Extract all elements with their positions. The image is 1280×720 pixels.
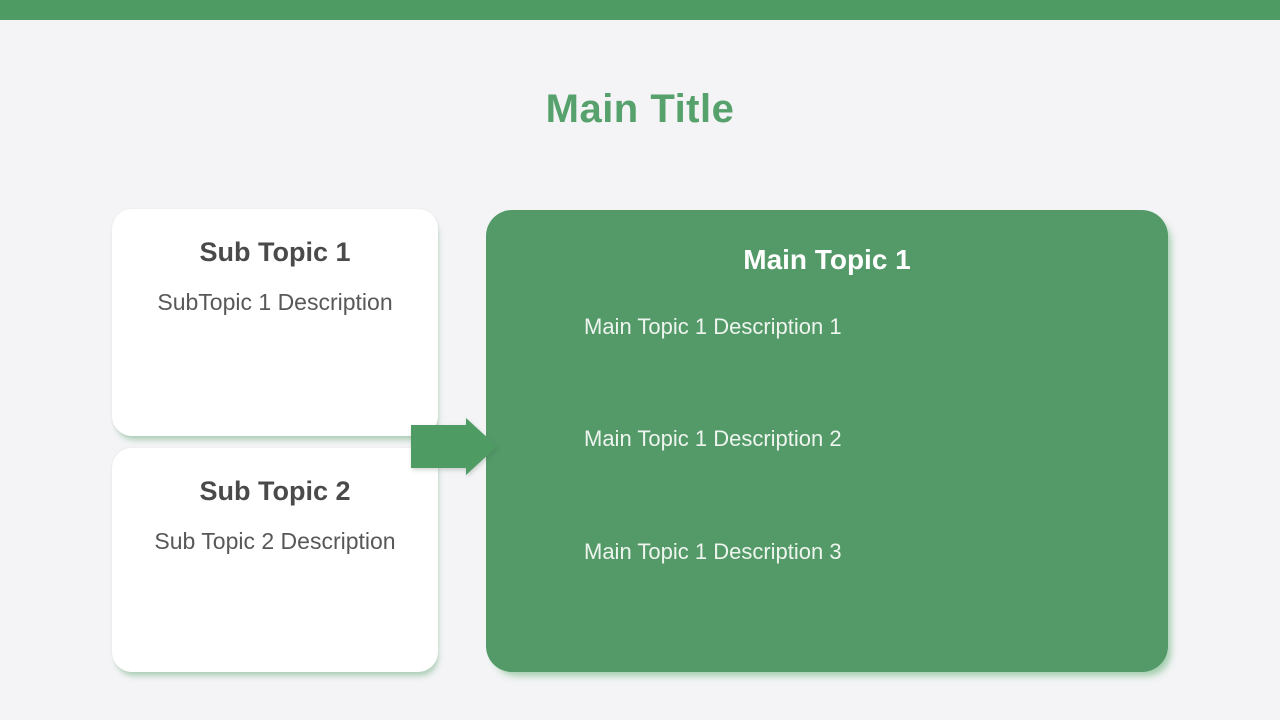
sub-topic-2-card[interactable]: Sub Topic 2 Sub Topic 2 Description xyxy=(112,448,438,672)
top-accent-bar xyxy=(0,0,1280,20)
main-topic-1-card[interactable]: Main Topic 1 Main Topic 1 Description 1 … xyxy=(486,210,1168,672)
sub-topic-2-title: Sub Topic 2 xyxy=(199,476,351,506)
sub-topic-1-title: Sub Topic 1 xyxy=(199,237,351,267)
sub-topic-1-description: SubTopic 1 Description xyxy=(157,289,393,315)
main-topic-1-title: Main Topic 1 xyxy=(743,244,911,275)
main-topic-1-description-2: Main Topic 1 Description 2 xyxy=(584,426,842,451)
main-topic-1-description-1: Main Topic 1 Description 1 xyxy=(584,314,842,339)
arrow-right-icon[interactable] xyxy=(411,418,497,475)
page-title: Main Title xyxy=(545,87,735,131)
sub-topic-1-card[interactable]: Sub Topic 1 SubTopic 1 Description xyxy=(112,209,438,436)
sub-topic-2-description: Sub Topic 2 Description xyxy=(154,528,396,554)
main-topic-1-description-3: Main Topic 1 Description 3 xyxy=(584,539,842,564)
